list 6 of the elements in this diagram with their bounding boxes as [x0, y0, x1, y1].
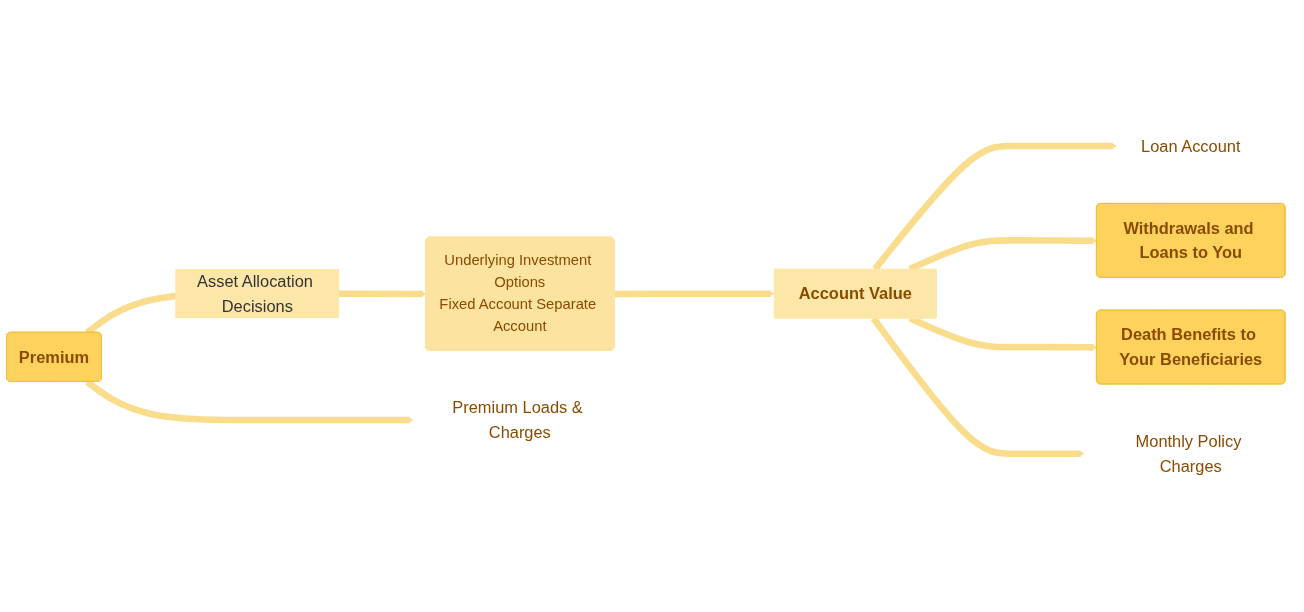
node-text: Loan Account — [1141, 136, 1241, 156]
arrow — [614, 290, 775, 298]
node-text: Premium Loads & Charges — [452, 398, 583, 442]
node-text: Monthly Policy Charges — [1135, 432, 1242, 476]
node-box: Account Value — [773, 268, 937, 319]
edge-label: Asset Allocation Decisions — [197, 272, 313, 316]
